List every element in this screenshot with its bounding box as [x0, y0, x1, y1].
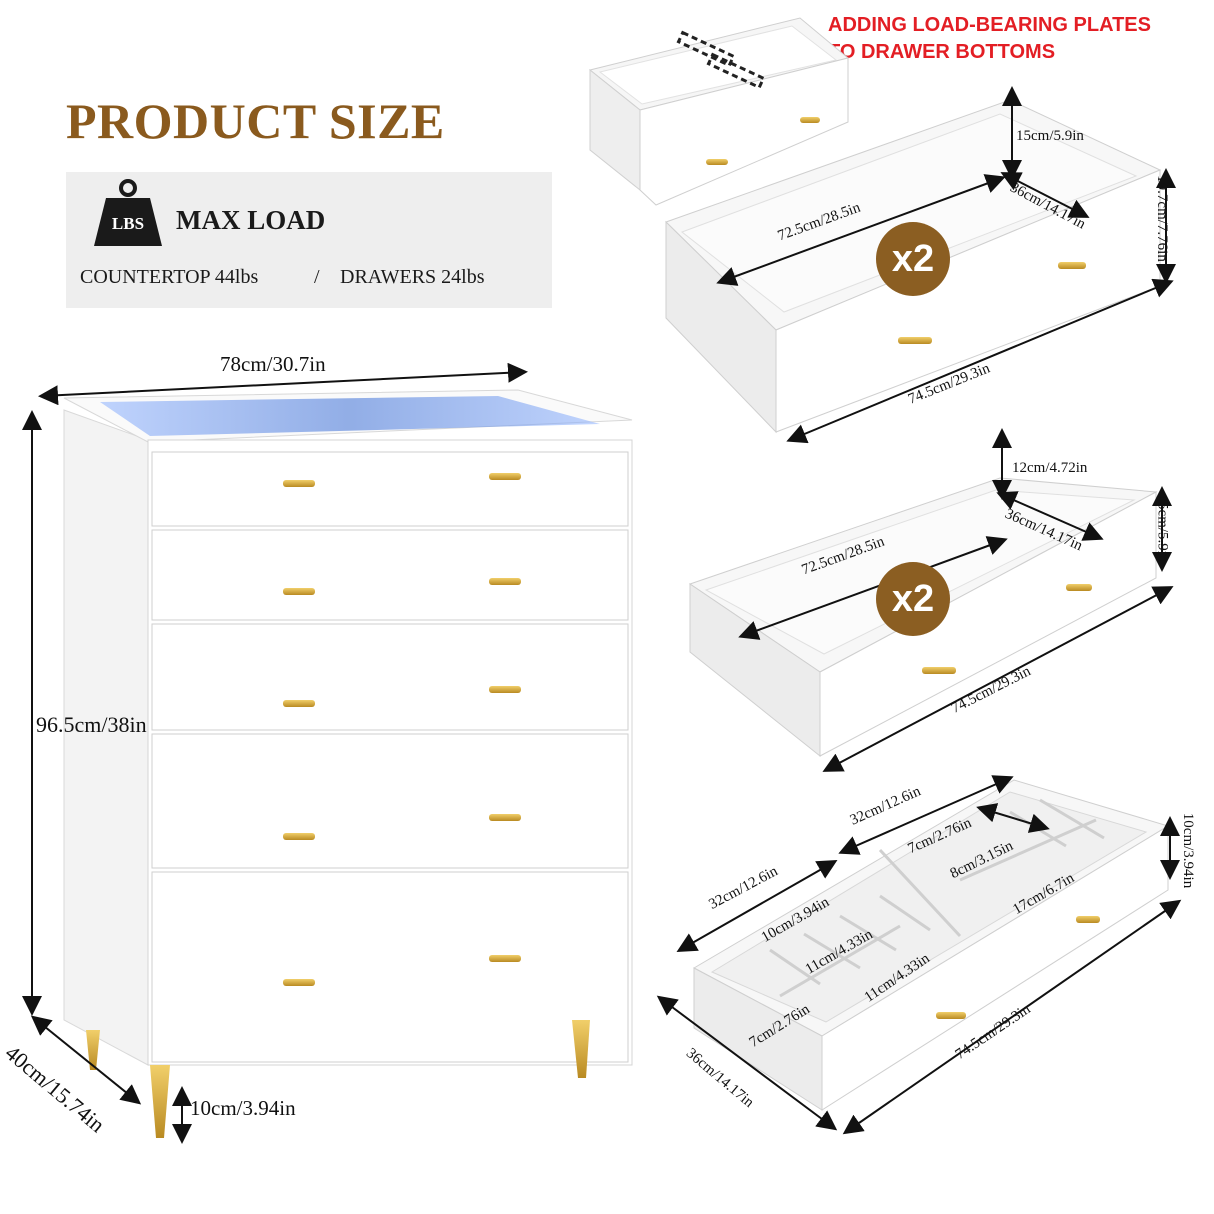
- medium-drawer-outer-height-label: 15cm/5.9in: [1154, 494, 1171, 563]
- load-bearing-note: ADDING LOAD-BEARING PLATES TO DRAWER BOT…: [828, 12, 1151, 66]
- medium-drawer-inner-height-label: 12cm/4.72in: [1012, 460, 1088, 476]
- note-line-2: TO DRAWER BOTTOMS: [828, 41, 1056, 63]
- drawer-load: DRAWERS 24lbs: [340, 266, 485, 288]
- drawer-handles: [283, 473, 521, 986]
- weight-icon: [94, 179, 162, 246]
- large-drawer-inner-height-label: 15cm/5.9in: [1016, 128, 1084, 144]
- dresser-height-label: 96.5cm/38in: [36, 712, 147, 737]
- load-separator: /: [314, 266, 320, 288]
- note-line-1: ADDING LOAD-BEARING PLATES: [828, 14, 1151, 36]
- large-drawer-quantity-badge: x2: [876, 222, 950, 296]
- drawer-fronts: [151, 451, 629, 1063]
- large-drawer: [665, 86, 1176, 444]
- weight-icon-label: LBS: [111, 214, 145, 233]
- large-drawer-outer-height-label: 19.7cm/7.76in: [1153, 175, 1170, 262]
- page-title: PRODUCT SIZE: [66, 93, 445, 149]
- leg-height-label: 10cm/3.94in: [190, 1096, 296, 1120]
- dresser: [22, 362, 633, 1144]
- max-load-title: MAX LOAD: [176, 205, 326, 235]
- organizer-height-label: 10cm/3.94in: [1180, 812, 1197, 889]
- dresser-width-label: 78cm/30.7in: [220, 352, 326, 376]
- countertop-load: COUNTERTOP 44lbs: [80, 266, 259, 288]
- medium-drawer-quantity-badge: x2: [876, 562, 950, 636]
- organizer-drawer: [656, 775, 1182, 1135]
- load-plate-drawer: [588, 17, 850, 206]
